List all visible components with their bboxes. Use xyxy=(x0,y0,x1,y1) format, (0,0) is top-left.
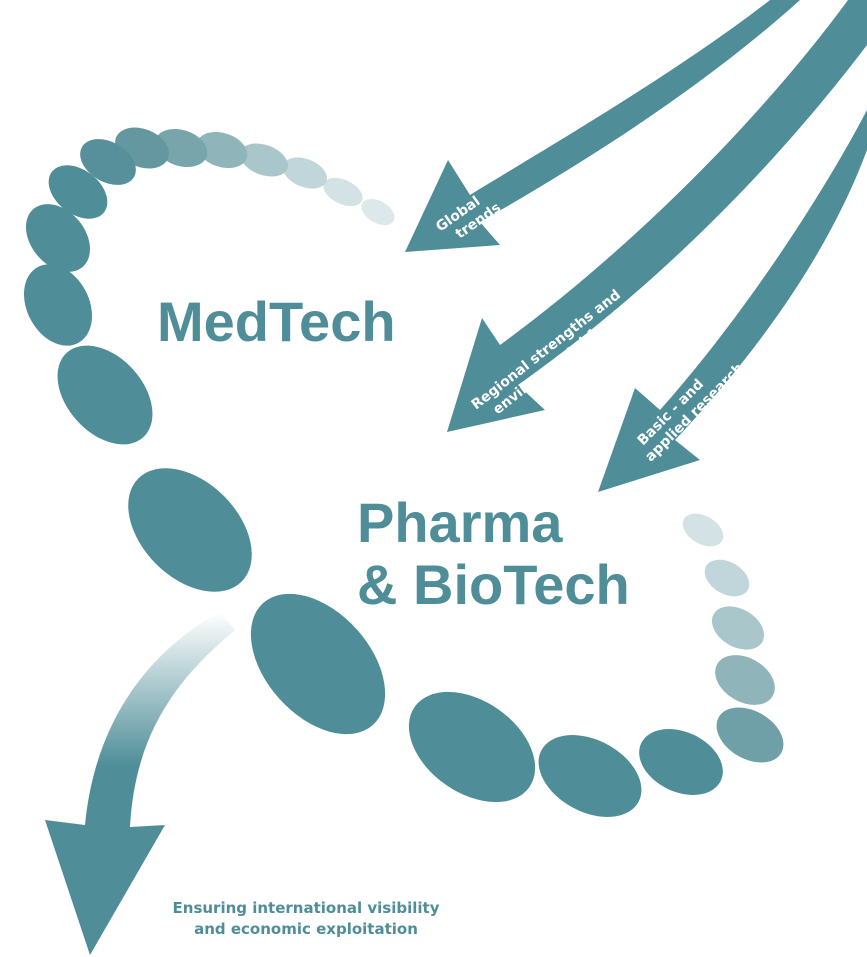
ellipse-chain-left xyxy=(23,165,252,592)
heading-biotech: & BioTech xyxy=(357,553,630,616)
input-arrow-global xyxy=(405,0,800,252)
ellipse-chain-right xyxy=(682,513,784,763)
input-arrow-regional xyxy=(447,0,867,432)
heading-pharma: Pharma xyxy=(357,491,563,554)
ellipse-chain-bottom xyxy=(250,593,723,817)
caption-line2: and economic exploitation xyxy=(194,920,418,938)
heading-medtech: MedTech xyxy=(157,290,396,353)
ellipse-chain-top xyxy=(80,127,395,226)
output-arrow xyxy=(45,612,235,955)
output-arrow-shape xyxy=(45,612,235,955)
caption-line1: Ensuring international visibility xyxy=(173,899,440,917)
input-arrow-research xyxy=(598,110,867,492)
